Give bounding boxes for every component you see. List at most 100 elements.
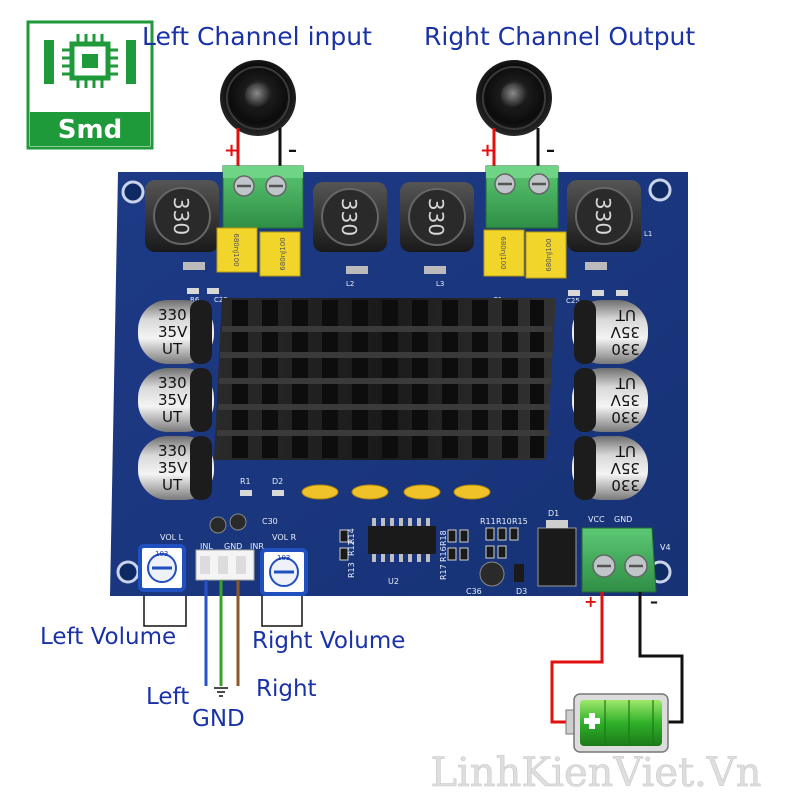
film-cap-marking: 680nJ100 xyxy=(499,236,507,269)
silk-vol-r: VOL R xyxy=(272,533,297,542)
cap-voltage: 35V xyxy=(610,323,640,341)
cap-series: UT xyxy=(615,374,636,392)
logo-text: Smd xyxy=(58,115,122,145)
silk-r10: R10 xyxy=(496,517,512,526)
svg-text:R6: R6 xyxy=(190,296,200,304)
silk-vcc: VCC xyxy=(588,515,605,524)
left-volume-label: Left Volume xyxy=(40,624,177,650)
right-output-terminal xyxy=(485,165,559,229)
battery-icon xyxy=(565,693,669,753)
cap-voltage: 35V xyxy=(610,459,640,477)
diode-d3 xyxy=(514,564,524,582)
silk-r18: R18 xyxy=(439,530,448,546)
inductor-marking: 330 xyxy=(424,198,448,236)
silk-d2: D2 xyxy=(272,477,283,486)
left-wire-label: Left xyxy=(146,684,190,710)
ground-symbol-icon xyxy=(214,687,228,697)
electrolytic-capacitors-left: 330 35V UT 330 35V UT 330 35V UT xyxy=(138,300,214,500)
inductor-marking: 330 xyxy=(591,197,615,235)
cap-series: UT xyxy=(162,476,183,494)
right-channel-output-label: Right Channel Output xyxy=(424,22,696,51)
right-speaker-icon xyxy=(476,60,552,136)
gnd-wire-label: GND xyxy=(192,706,245,732)
left-plus-sign: + xyxy=(224,140,240,161)
smd-parts-top xyxy=(183,262,628,296)
cap-value: 330 xyxy=(158,442,187,460)
silk-inl: INL xyxy=(200,542,213,551)
film-cap-marking: 680nJ100 xyxy=(279,237,287,270)
left-output-terminal xyxy=(222,165,304,229)
inductors: 330 330 330 330 xyxy=(145,180,641,252)
power-plus-sign: + xyxy=(584,592,598,611)
svg-text:L3: L3 xyxy=(436,280,444,288)
diode-d1 xyxy=(537,520,577,587)
cap-voltage: 35V xyxy=(158,391,188,409)
left-speaker-icon xyxy=(220,60,296,136)
svg-text:L1: L1 xyxy=(644,230,652,238)
right-volume-pot xyxy=(260,548,308,596)
capacitor-c30 xyxy=(209,513,247,534)
silk-r14: R14 xyxy=(347,528,356,544)
silk-r11: R11 xyxy=(480,517,496,526)
smd-parts-mid xyxy=(240,490,284,496)
svg-text:103: 103 xyxy=(155,550,168,558)
volume-brackets xyxy=(143,596,303,627)
right-volume-label: Right Volume xyxy=(252,628,406,654)
silk-vol-l: VOL L xyxy=(160,533,184,542)
silk-u2: U2 xyxy=(388,577,399,586)
svg-text:103: 103 xyxy=(277,554,290,562)
left-channel-input-label: Left Channel input xyxy=(142,22,372,51)
pcb-silkscreen: VOL L INL GND INR VOL R C30 R1 D2 D1 VCC… xyxy=(160,477,671,596)
left-minus-sign: – xyxy=(288,140,297,161)
silk-r15: R15 xyxy=(512,517,528,526)
pot-markings: 103 103 xyxy=(155,550,290,562)
silk-r1: R1 xyxy=(240,477,251,486)
silk-c30: C30 xyxy=(262,517,278,526)
cap-value: 330 xyxy=(158,374,187,392)
silk-v4: V4 xyxy=(660,543,671,552)
input-wires xyxy=(204,580,240,686)
chip-logo-icon xyxy=(44,34,136,88)
silk-gnd2: GND xyxy=(614,515,632,524)
inductor-marking: 330 xyxy=(169,197,193,235)
cap-voltage: 35V xyxy=(610,391,640,409)
cap-value: 330 xyxy=(611,476,640,494)
ceramic-capacitors xyxy=(301,484,491,500)
film-cap-marking: 680nJ100 xyxy=(545,238,553,271)
cap-value: 330 xyxy=(611,408,640,426)
ic-u2 xyxy=(368,518,436,562)
input-connector xyxy=(195,549,255,581)
power-terminal xyxy=(581,527,657,593)
svg-text:L2: L2 xyxy=(346,280,354,288)
cap-series: UT xyxy=(162,340,183,358)
silk-d3: D3 xyxy=(516,587,527,596)
power-wires xyxy=(550,592,684,724)
silk-d1: D1 xyxy=(548,509,559,518)
watermark: LinhKienViet.Vn xyxy=(430,750,761,796)
silk-c36: C36 xyxy=(466,587,482,596)
right-plus-sign: + xyxy=(480,140,496,161)
speaker-wires xyxy=(236,128,540,172)
silk-r12: R12 xyxy=(347,540,356,556)
cap-voltage: 35V xyxy=(158,459,188,477)
cap-voltage: 35V xyxy=(158,323,188,341)
silk-r13: R13 xyxy=(347,562,356,578)
cap-value: 330 xyxy=(611,340,640,358)
silk-r17: R17 xyxy=(439,564,448,580)
right-wire-label: Right xyxy=(256,676,317,702)
cap-series: UT xyxy=(615,442,636,460)
mounting-holes xyxy=(116,178,672,584)
film-capacitors: 680nJ100 680nJ100 680nJ100 680nJ100 xyxy=(216,227,567,279)
cap-series: UT xyxy=(615,306,636,324)
inductor-marking: 330 xyxy=(337,198,361,236)
smd-resistors xyxy=(339,527,519,561)
right-minus-sign: – xyxy=(546,140,555,161)
silk-inr: INR xyxy=(250,542,264,551)
cap-series: UT xyxy=(162,408,183,426)
heatsink xyxy=(214,298,556,460)
smd-logo: Smd xyxy=(26,20,154,150)
silk-r16: R16 xyxy=(439,546,448,562)
electrolytic-capacitors-right: 330 35V UT 330 35V UT 330 35V UT xyxy=(572,300,648,500)
